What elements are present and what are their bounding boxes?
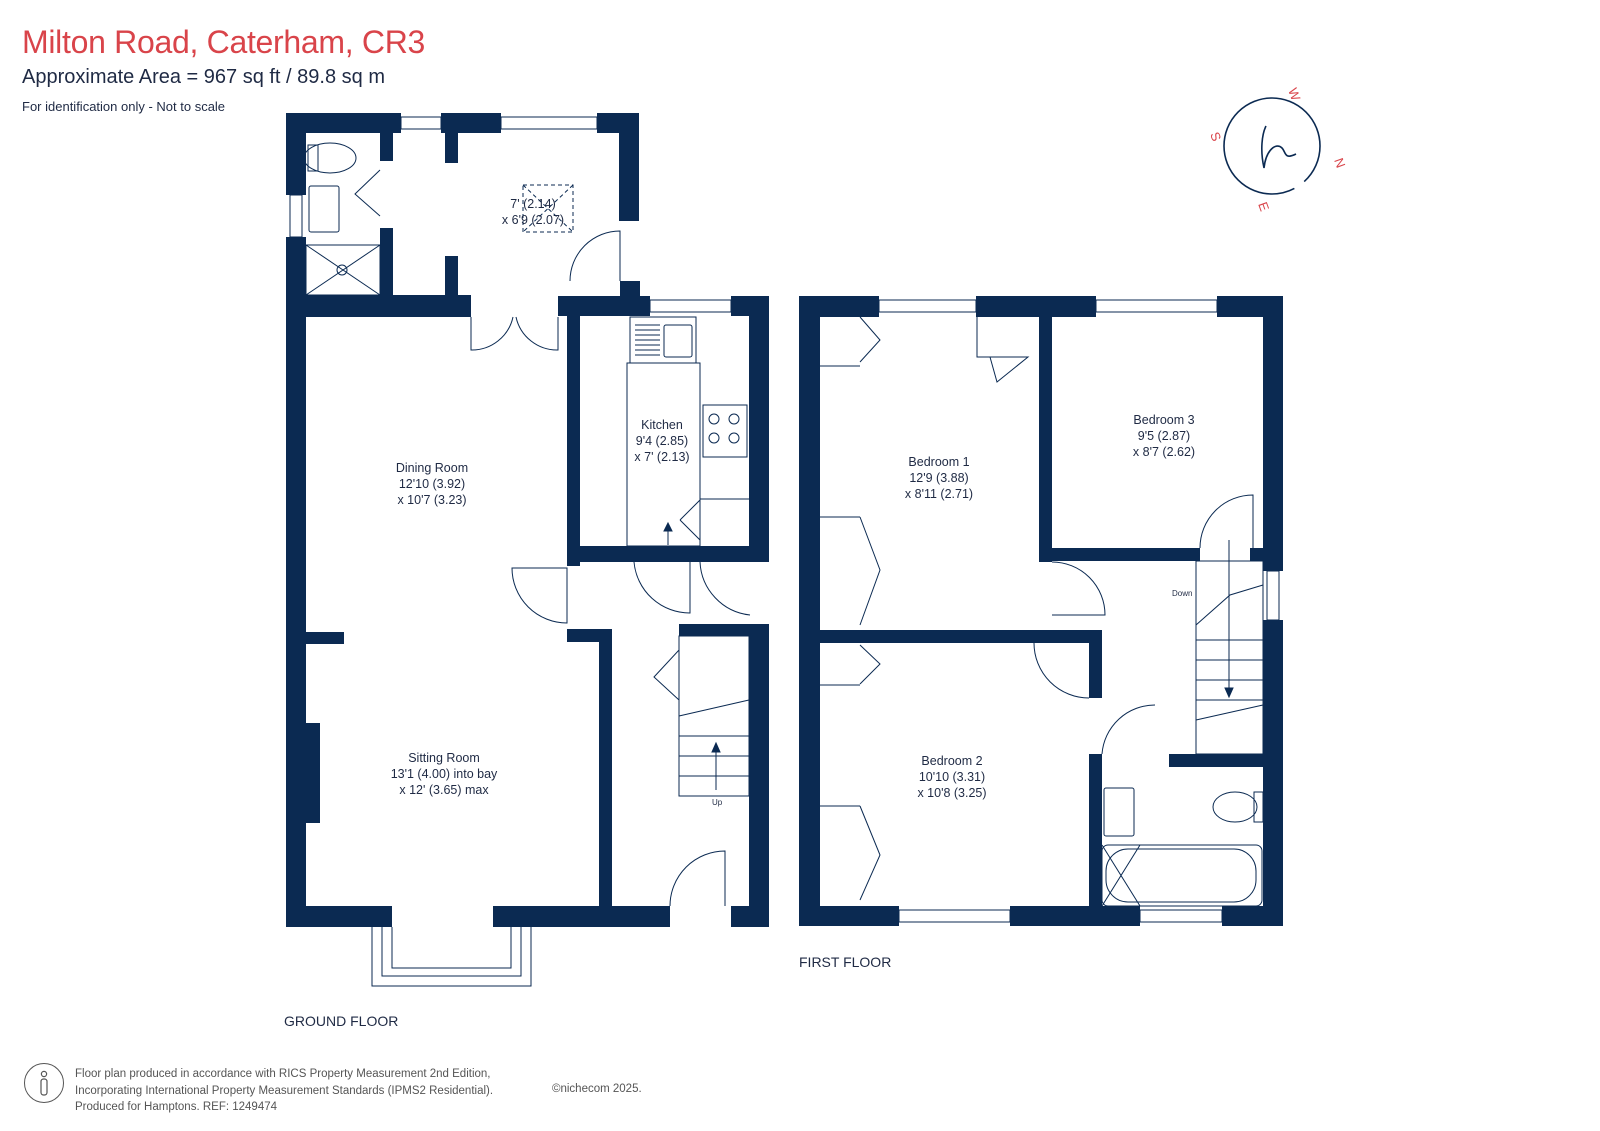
info-person-icon xyxy=(24,1063,64,1103)
approximate-area: Approximate Area = 967 sq ft / 89.8 sq m xyxy=(22,66,385,88)
first-floor-label: FIRST FLOOR xyxy=(799,954,891,970)
bedroom-1-name: Bedroom 1 xyxy=(908,455,969,469)
dining-room-name: Dining Room xyxy=(396,461,468,475)
footer-text: Floor plan produced in accordance with R… xyxy=(75,1066,493,1116)
svg-text:N: N xyxy=(1331,156,1348,170)
dining-room-dim2: x 10'7 (3.23) xyxy=(397,493,466,507)
bedroom-3-dim2: x 8'7 (2.62) xyxy=(1133,445,1195,459)
ground-floor-walls xyxy=(286,113,769,927)
footer-line-1: Floor plan produced in accordance with R… xyxy=(75,1068,491,1080)
identification-note: For identification only - Not to scale xyxy=(22,99,226,114)
bedroom-2-dim2: x 10'8 (3.25) xyxy=(917,786,986,800)
svg-text:W: W xyxy=(1285,86,1304,103)
dining-room-dim1: 12'10 (3.92) xyxy=(399,477,465,491)
bedroom-3-dim1: 9'5 (2.87) xyxy=(1138,429,1190,443)
stairs-down-label: Down xyxy=(1172,589,1192,598)
utility-dim2: x 6'9 (2.07) xyxy=(502,213,564,227)
sitting-room-name: Sitting Room xyxy=(408,751,480,765)
page-title: Milton Road, Caterham, CR3 xyxy=(22,24,426,60)
footer-line-3: Produced for Hamptons. REF: 1249474 xyxy=(75,1101,278,1113)
kitchen-dim1: 9'4 (2.85) xyxy=(636,434,688,448)
ground-floor-label: GROUND FLOOR xyxy=(284,1013,398,1029)
stairs-up-label: Up xyxy=(712,798,723,807)
bedroom-1-dim2: x 8'11 (2.71) xyxy=(905,487,973,501)
plan-details xyxy=(289,116,1280,987)
bedroom-2-name: Bedroom 2 xyxy=(921,754,982,768)
sitting-room-dim2: x 12' (3.65) max xyxy=(399,783,489,797)
kitchen-dim2: x 7' (2.13) xyxy=(634,450,689,464)
svg-text:E: E xyxy=(1255,200,1272,214)
sitting-room-dim1: 13'1 (4.00) into bay xyxy=(391,767,498,781)
first-floor-walls xyxy=(799,296,1283,926)
bedroom-2-dim1: 10'10 (3.31) xyxy=(919,770,985,784)
bedroom-3-name: Bedroom 3 xyxy=(1133,413,1194,427)
compass-icon: W N E S xyxy=(1207,86,1348,214)
kitchen-name: Kitchen xyxy=(641,418,683,432)
copyright: ©nichecom 2025. xyxy=(552,1083,642,1095)
svg-text:S: S xyxy=(1207,130,1224,144)
utility-dim1: 7' (2.14) xyxy=(510,197,555,211)
footer-line-2: Incorporating International Property Mea… xyxy=(75,1084,494,1097)
logo-h-icon xyxy=(1261,125,1297,169)
bedroom-1-dim1: 12'9 (3.88) xyxy=(909,471,968,485)
